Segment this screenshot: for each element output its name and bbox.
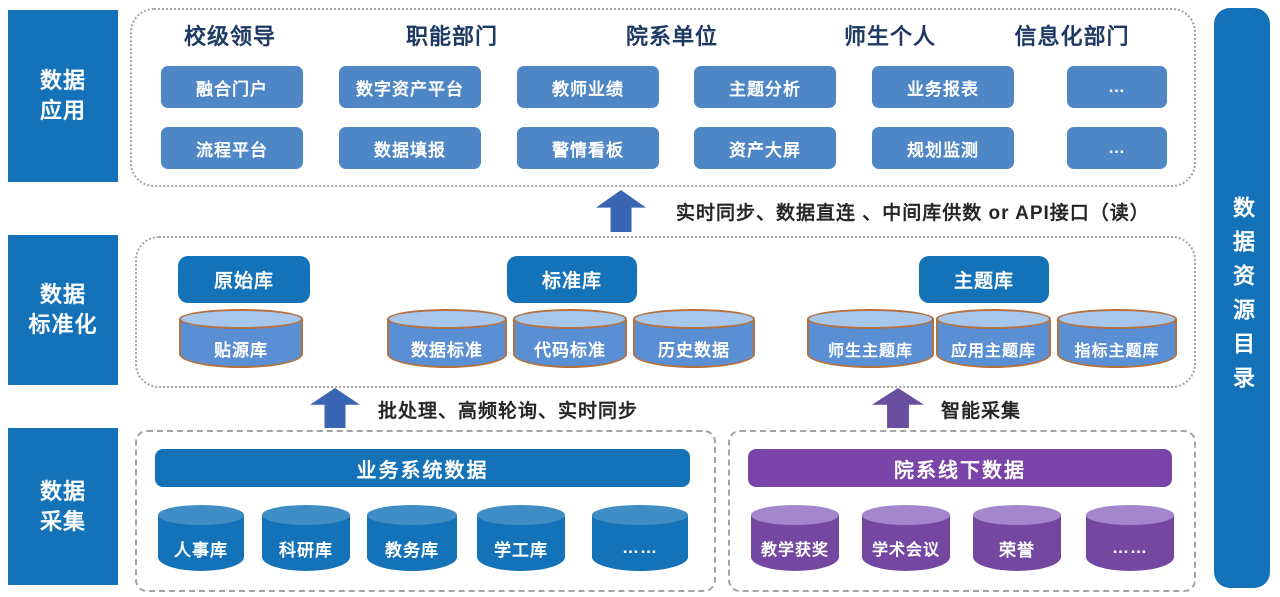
group-header-it-department: 信息化部门	[1014, 24, 1130, 49]
cylinder-label: 学工库	[494, 540, 548, 560]
chip-alert-dashboard: 警情看板	[517, 127, 659, 169]
chip-digital-asset-platform: 数字资产平台	[339, 66, 481, 108]
cylinder-label: 教务库	[385, 540, 439, 560]
theme-db-box: 主题库	[919, 256, 1049, 303]
cylinder-label: 师生主题库	[827, 342, 913, 360]
cylinder-history-data: 历史数据	[633, 309, 755, 368]
chip-fusion-portal: 融合门户	[161, 66, 303, 108]
up-arrow-icon	[310, 388, 360, 428]
cylinder-top	[751, 505, 839, 525]
cylinder-top	[477, 505, 565, 525]
chip-more-row1: …	[1067, 66, 1167, 108]
cylinder-body	[936, 319, 1051, 368]
chip-more-row2: …	[1067, 127, 1167, 169]
cylinder-more: ……	[1086, 505, 1174, 571]
smart-collect-label: 智能采集	[941, 400, 1022, 422]
layer-label-data-application: 数据 应用	[8, 10, 118, 182]
cylinder-indicator-theme: 指标主题库	[1057, 309, 1177, 368]
standard-db-box: 标准库	[507, 256, 637, 303]
cylinder-top	[973, 505, 1061, 525]
chip-process-platform: 流程平台	[161, 127, 303, 169]
data-resource-catalog-label: 数据资源目录	[1230, 196, 1255, 400]
cylinder-label: 教学获奖	[760, 542, 829, 559]
standardization-layer-container	[135, 236, 1196, 388]
layer-label-data-collection: 数据 采集	[8, 428, 118, 585]
cylinder-academic: 教务库	[367, 505, 457, 571]
cylinder-top	[262, 505, 350, 525]
cylinder-label: 荣誉	[999, 540, 1035, 560]
cylinder-top	[179, 309, 303, 329]
cylinder-honors: 荣誉	[973, 505, 1061, 571]
cylinder-top	[592, 505, 688, 525]
cylinder-top	[367, 505, 457, 525]
business-systems-banner: 业务系统数据	[155, 449, 690, 487]
cylinder-label: 学术会议	[871, 542, 940, 559]
cylinder-top	[1057, 309, 1177, 329]
chip-planning-monitor: 规划监测	[872, 127, 1014, 169]
cylinder-label: ……	[1112, 538, 1148, 557]
cylinder-student-affairs: 学工库	[477, 505, 565, 571]
cylinder-top	[387, 309, 507, 329]
cylinder-label: ……	[622, 538, 658, 557]
chip-data-reporting: 数据填报	[339, 127, 481, 169]
cylinder-body	[1057, 319, 1177, 368]
business-systems-container	[135, 430, 716, 592]
cylinder-label: 应用主题库	[950, 342, 1036, 360]
offline-data-banner: 院系线下数据	[748, 449, 1172, 487]
chip-theme-analysis: 主题分析	[694, 66, 836, 108]
cylinder-top	[862, 505, 950, 525]
cylinder-top	[1086, 505, 1174, 525]
application-layer-container	[130, 8, 1196, 187]
group-header-functional-departments: 职能部门	[405, 24, 498, 49]
cylinder-application-theme: 应用主题库	[936, 309, 1051, 368]
original-db-box: 原始库	[178, 256, 310, 303]
cylinder-research: 科研库	[262, 505, 350, 571]
cylinder-faculty-student-theme: 师生主题库	[807, 309, 934, 368]
up-arrow-icon	[872, 388, 924, 428]
app-feed-methods-label: 实时同步、数据直连 、中间库供数 or API接口（读）	[676, 202, 1150, 224]
cylinder-teaching-awards: 教学获奖	[751, 505, 839, 571]
cylinder-source-layer: 贴源库	[179, 309, 303, 368]
layer-label-data-standardization: 数据 标准化	[8, 235, 118, 385]
cylinder-label: 贴源库	[214, 341, 268, 360]
cylinder-label: 数据标准	[411, 341, 483, 360]
group-header-faculty-units: 院系单位	[625, 24, 718, 49]
cylinder-top	[633, 309, 755, 329]
offline-data-container	[728, 430, 1196, 592]
cylinder-top	[513, 309, 627, 329]
cylinder-label: 科研库	[279, 540, 333, 560]
cylinder-label: 历史数据	[658, 341, 730, 360]
cylinder-label: 代码标准	[534, 341, 606, 360]
cylinder-top	[158, 505, 244, 525]
cylinder-academic-conference: 学术会议	[862, 505, 950, 571]
chip-business-report: 业务报表	[872, 66, 1014, 108]
cylinder-more: ……	[592, 505, 688, 571]
cylinder-label: 指标主题库	[1074, 342, 1160, 360]
data-resource-catalog-bar: 数据资源目录	[1214, 8, 1270, 588]
chip-teacher-performance: 教师业绩	[517, 66, 659, 108]
cylinder-label: 人事库	[174, 540, 228, 560]
cylinder-hr: 人事库	[158, 505, 244, 571]
cylinder-top	[807, 309, 934, 329]
std-feed-methods-label: 批处理、高频轮询、实时同步	[378, 400, 639, 422]
group-header-teachers-students: 师生个人	[843, 24, 936, 49]
cylinder-data-standard: 数据标准	[387, 309, 507, 368]
group-header-school-leaders: 校级领导	[183, 24, 276, 49]
chip-asset-big-screen: 资产大屏	[694, 127, 836, 169]
up-arrow-icon	[596, 190, 646, 232]
cylinder-code-standard: 代码标准	[513, 309, 627, 368]
cylinder-top	[936, 309, 1051, 329]
